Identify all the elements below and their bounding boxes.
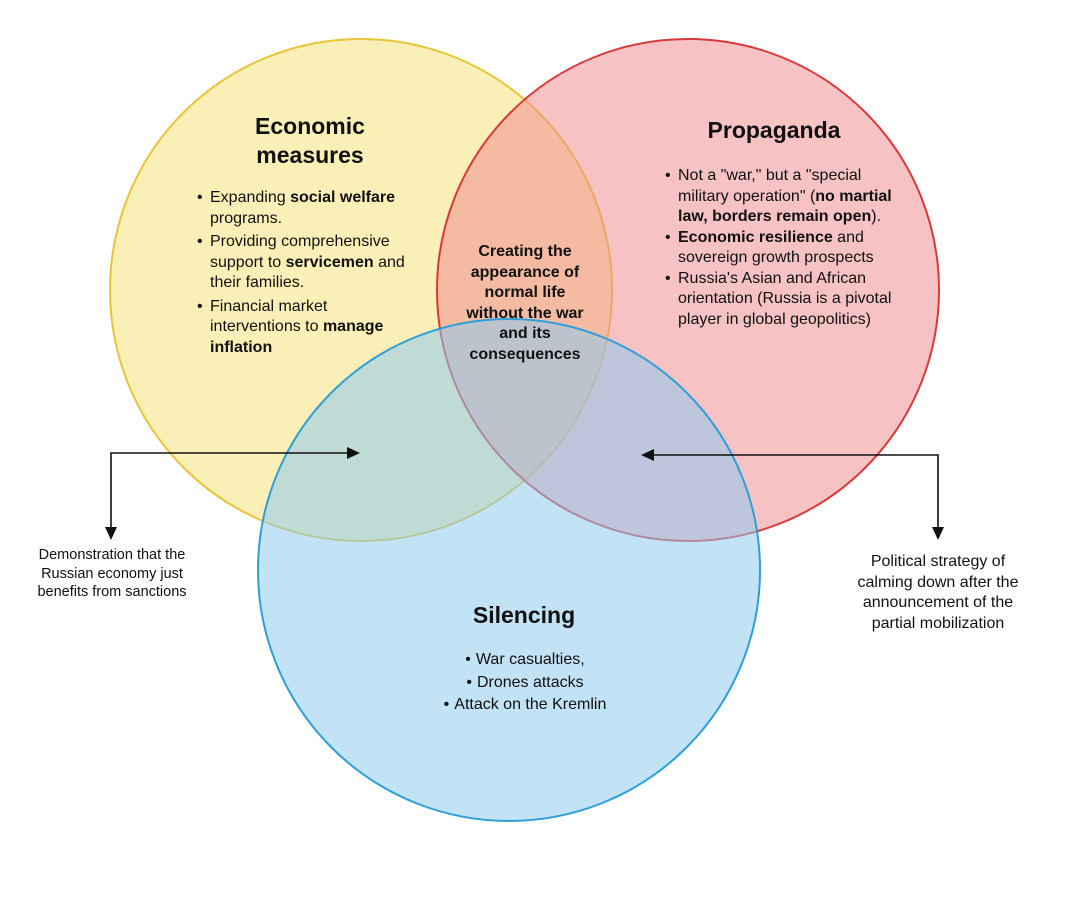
- economic-item-emphasis: manage inflation: [210, 318, 384, 356]
- economic-measures-list: Expanding social welfare programs.Provid…: [197, 188, 422, 361]
- right-note: Political strategy of calming down after…: [857, 553, 1019, 632]
- economic-item: Financial market interventions to manage…: [197, 297, 422, 359]
- propaganda-item: Economic resilience and sovereign growth…: [665, 228, 895, 269]
- economic-measures-title: Economic measures: [255, 113, 365, 168]
- silencing-item: Drones attacks: [412, 673, 638, 694]
- propaganda-list: Not a "war," but a "special military ope…: [665, 166, 895, 330]
- economic-item: Expanding social welfare programs.: [197, 188, 422, 229]
- propaganda-item-text: and sovereign growth prospects: [678, 228, 874, 267]
- propaganda-item: Not a "war," but a "special military ope…: [665, 166, 895, 228]
- propaganda-item-text: Russia's Asian and African orientation (…: [678, 269, 892, 328]
- economic-item-text: Financial market interventions to: [210, 297, 328, 336]
- propaganda-item-emphasis: no martial law, borders remain open: [678, 187, 892, 226]
- left-arrowhead-down: [105, 527, 117, 540]
- silencing-circle: [257, 318, 761, 822]
- left-arrowhead-right: [347, 447, 360, 459]
- economic-item-text: Expanding: [210, 189, 291, 206]
- left-note: Demonstration that the Russian economy j…: [37, 547, 187, 600]
- right-arrowhead-down: [932, 527, 944, 540]
- left-connector-arrow: [110, 452, 357, 537]
- right-connector-arrow: [645, 454, 939, 537]
- propaganda-item-text: Not a "war," but a "special military ope…: [678, 167, 862, 205]
- right-arrowhead-left: [641, 449, 654, 461]
- silencing-item: War casualties,: [412, 650, 638, 671]
- silencing-item: Attack on the Kremlin: [412, 695, 638, 716]
- economic-item-emphasis: social welfare: [290, 189, 396, 206]
- propaganda-item: Russia's Asian and African orientation (…: [665, 269, 895, 331]
- economic-item-text: programs.: [210, 209, 283, 227]
- silencing-list: War casualties,Drones attacksAttack on t…: [412, 650, 638, 718]
- propaganda-title: Propaganda: [707, 117, 841, 143]
- economic-item-emphasis: servicemen: [285, 253, 374, 271]
- silencing-title: Silencing: [472, 602, 576, 628]
- economic-item: Providing comprehensive support to servi…: [197, 232, 422, 294]
- center-intersection-text: Creating the appearance of normal life w…: [466, 243, 584, 363]
- economic-item-text: Providing comprehensive support to: [210, 233, 390, 271]
- economic-item-text: and their families.: [210, 253, 405, 292]
- propaganda-item-emphasis: Economic resilience: [678, 228, 833, 246]
- propaganda-item-text: ).: [871, 208, 882, 225]
